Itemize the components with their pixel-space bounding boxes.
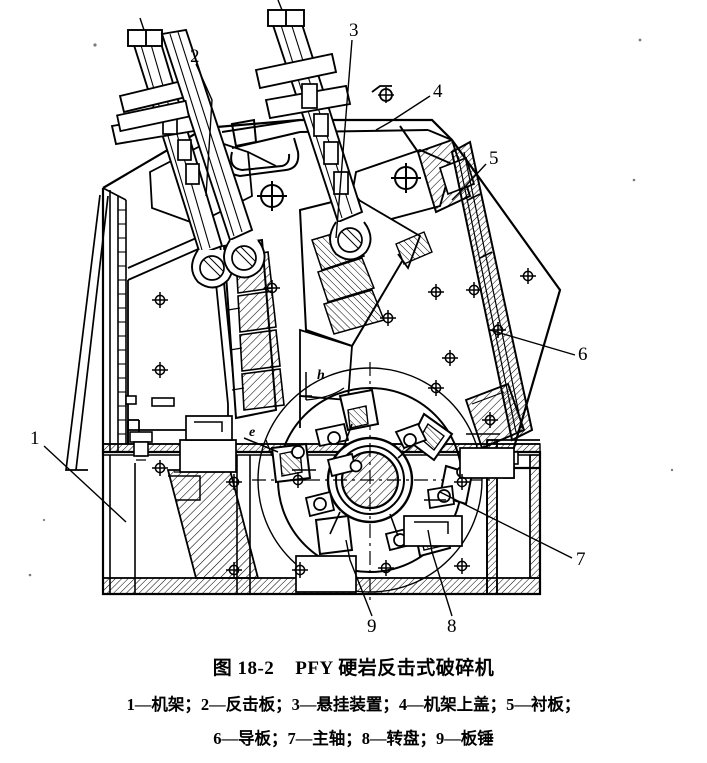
callout-number-2: 2 — [190, 46, 200, 67]
frame-bolt-assembly-right — [125, 395, 175, 407]
callout-labels: 1 2 3 4 5 6 7 8 9 — [30, 20, 588, 637]
callout-leaders — [43, 39, 576, 617]
left-exterior-flange — [65, 194, 109, 471]
svg-text:e: e — [249, 425, 255, 440]
crusher-assembly-drawing: h e 1 — [28, 0, 674, 637]
callout-number-5: 5 — [489, 148, 499, 169]
figure-legend-line-2: 6—导板；7—主轴；8—转盘；9—板锤 — [213, 729, 494, 748]
rotor-assembly — [168, 362, 515, 600]
suspension-rod-center — [116, 28, 266, 279]
guide-plate — [450, 140, 534, 450]
figure-caption-block: 图 18-2 PFY 硬岩反击式破碎机 1—机架；2—反击板；3—悬挂装置；4—… — [0, 640, 707, 763]
callout-number-8: 8 — [447, 616, 457, 637]
callout-number-3: 3 — [349, 20, 359, 41]
dimension-mark-h: h — [300, 368, 345, 401]
callout-number-9: 9 — [367, 616, 377, 637]
figure-title: 图 18-2 PFY 硬岩反击式破碎机 — [212, 658, 495, 679]
callout-number-1: 1 — [30, 428, 40, 449]
figure-legend-line-1: 1—机架；2—反击板；3—悬挂装置；4—机架上盖；5—衬板； — [126, 695, 581, 714]
svg-text:h: h — [317, 368, 325, 383]
callout-number-6: 6 — [578, 344, 588, 365]
dimension-mark-e: e — [243, 425, 279, 457]
callout-number-4: 4 — [433, 81, 443, 102]
frame-bolt-assembly — [129, 431, 153, 461]
callout-number-7: 7 — [576, 549, 586, 570]
scan-speckles — [28, 38, 674, 577]
